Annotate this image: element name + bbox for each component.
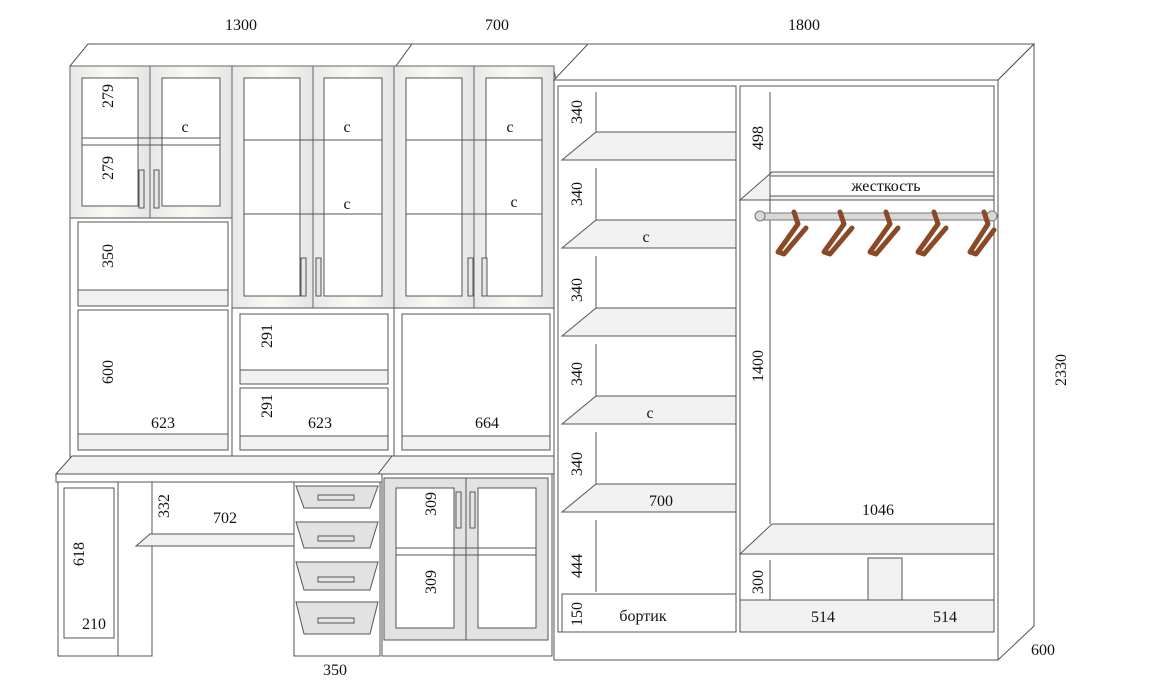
desk-pedestal-height: 618 bbox=[71, 542, 88, 566]
lower-cabinet-bottom: 309 bbox=[423, 570, 440, 594]
mid-open-bottom: 291 bbox=[259, 394, 276, 418]
left-glass-shelf-bottom: 279 bbox=[100, 156, 117, 180]
left-glass-cabinet bbox=[68, 43, 413, 219]
left-glass-shelf-top: 279 bbox=[100, 84, 117, 108]
desk-pedestal-bottom: 210 bbox=[82, 616, 106, 633]
wardrobe-plinth-height: 150 bbox=[569, 602, 586, 626]
left-open-height: 600 bbox=[100, 360, 117, 384]
left-open-width: 623 bbox=[151, 415, 175, 432]
wardrobe-section-2: 340 bbox=[569, 182, 586, 206]
right-open-width: 664 bbox=[475, 415, 499, 432]
top-width-right: 1800 bbox=[788, 17, 820, 34]
top-width-middle: 700 bbox=[485, 17, 509, 34]
overall-height-label: 2330 bbox=[1053, 354, 1070, 386]
bottom-width-label: 350 bbox=[323, 662, 347, 679]
wardrobe-right-compartments bbox=[738, 92, 995, 633]
right-glass-cabinet bbox=[393, 43, 590, 309]
wardrobe-bottom-left-width: 514 bbox=[811, 609, 835, 626]
mid-open-section bbox=[231, 307, 395, 459]
wardrobe-section-6: 444 bbox=[569, 554, 586, 578]
hangers bbox=[775, 209, 997, 257]
right-glass-door-label-bottom: с bbox=[510, 194, 517, 211]
wardrobe-plinth-label: бортик bbox=[619, 608, 666, 625]
depth-label: 600 bbox=[1031, 642, 1055, 659]
desk-knee-width: 702 bbox=[213, 510, 237, 527]
wardrobe-left-width: 700 bbox=[649, 493, 673, 510]
wardrobe-section-4: 340 bbox=[569, 362, 586, 386]
wardrobe-section-5: 340 bbox=[569, 452, 586, 476]
left-glass-door-label: с bbox=[181, 119, 188, 136]
wardrobe-c-bottom: с bbox=[646, 405, 653, 422]
mid-glass-door-label-bottom: с bbox=[343, 196, 350, 213]
lower-cabinet bbox=[376, 455, 555, 657]
right-open-section bbox=[393, 307, 555, 459]
wardrobe-stiffener-label: жесткость bbox=[850, 178, 920, 195]
drawer-pedestal bbox=[293, 481, 381, 657]
mid-glass-cabinet bbox=[231, 65, 395, 309]
desk-keyboard-height: 332 bbox=[156, 494, 173, 518]
left-open-niche-height: 350 bbox=[100, 244, 117, 268]
wardrobe-bottom-right-width: 514 bbox=[933, 609, 957, 626]
wardrobe-top-height: 498 bbox=[750, 126, 767, 150]
mid-glass-door-label-top: с bbox=[343, 119, 350, 136]
wardrobe-hanging-height: 1400 bbox=[750, 350, 767, 382]
lower-cabinet-top: 309 bbox=[423, 492, 440, 516]
hanging-rail bbox=[754, 210, 998, 222]
wardrobe-c-top: с bbox=[642, 229, 649, 246]
right-glass-door-label-top: с bbox=[506, 119, 513, 136]
wardrobe-bottom-height: 300 bbox=[750, 570, 767, 594]
wardrobe-section-3: 340 bbox=[569, 278, 586, 302]
wardrobe-right-width: 1046 bbox=[862, 502, 894, 519]
mid-open-top: 291 bbox=[259, 324, 276, 348]
wardrobe-left-shelves bbox=[560, 92, 737, 633]
left-open-section bbox=[69, 217, 233, 459]
mid-open-width: 623 bbox=[308, 415, 332, 432]
top-width-left: 1300 bbox=[225, 17, 257, 34]
wardrobe-section-1: 340 bbox=[569, 100, 586, 124]
